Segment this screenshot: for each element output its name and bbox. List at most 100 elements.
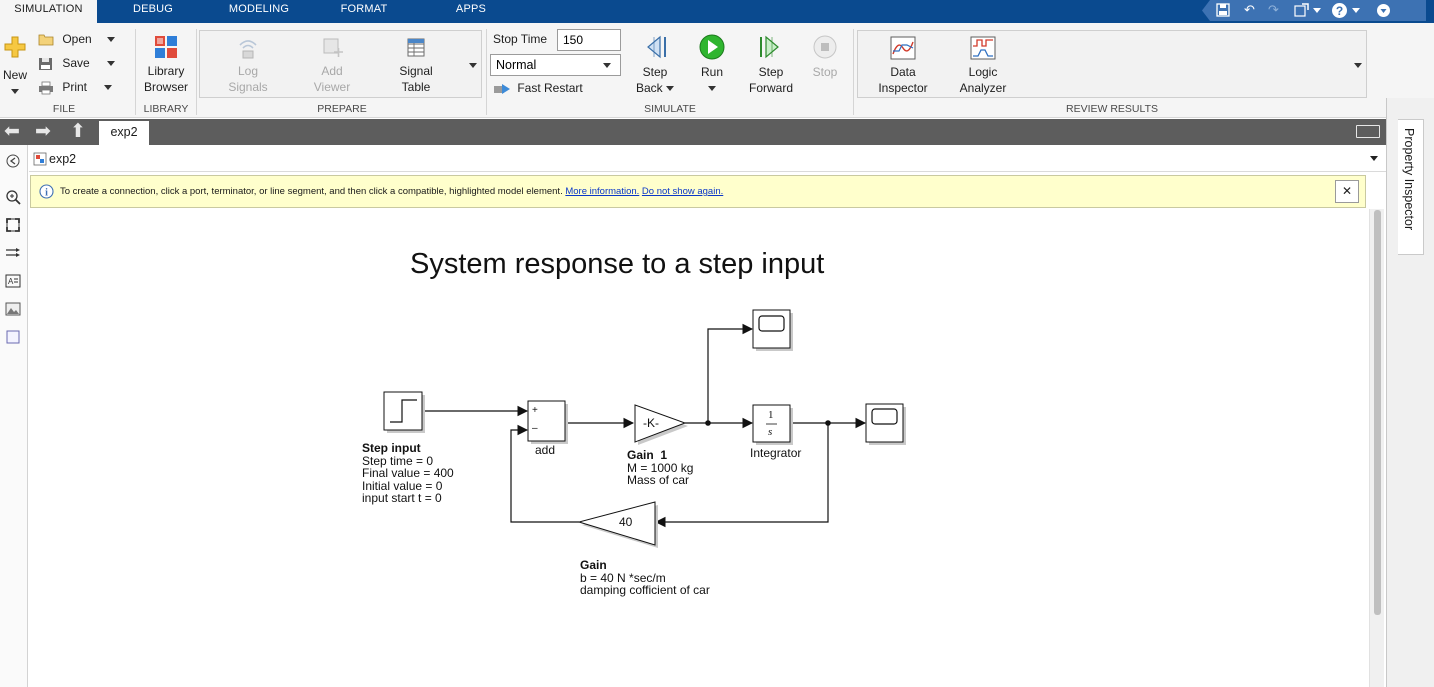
folder-icon	[38, 34, 54, 46]
undo-icon[interactable]: ↶	[1244, 2, 1255, 17]
save-icon[interactable]	[1216, 3, 1230, 17]
tab-format[interactable]: FORMAT	[340, 3, 388, 15]
mode-dropdown-icon	[603, 63, 611, 68]
step-back-icon	[647, 35, 666, 59]
customize-dropdown-icon[interactable]	[1313, 8, 1321, 13]
prepare-gallery-dropdown-icon[interactable]	[469, 63, 477, 68]
close-info-button[interactable]: ✕	[1335, 180, 1359, 203]
info-icon: i	[39, 184, 54, 199]
review-gallery-dropdown-icon[interactable]	[1354, 63, 1362, 68]
printer-icon	[39, 81, 53, 95]
toolstrip-ribbon: New Open Save Print FILE	[0, 23, 1434, 118]
image-icon[interactable]	[5, 301, 21, 317]
scope-block-top[interactable]	[752, 309, 793, 351]
diagram-title: System response to a step input	[410, 248, 825, 280]
add-viewer-button: Add Viewer	[306, 37, 358, 95]
signal-table-button[interactable]: Signal Table	[390, 37, 442, 95]
customize-icon[interactable]	[1293, 3, 1309, 18]
print-button[interactable]: Print	[38, 80, 113, 95]
log-signals-icon	[239, 40, 257, 59]
add-block[interactable]	[527, 400, 568, 444]
model-canvas[interactable]	[29, 209, 1369, 687]
toolstrip-tab-bar: SIMULATION DEBUG MODELING FORMAT APPS ↶ …	[0, 0, 1434, 23]
property-inspector-tab[interactable]: Property Inspector	[1398, 119, 1424, 255]
tab-apps[interactable]: APPS	[455, 3, 487, 15]
connection-hint-bar: i To create a connection, click a port, …	[30, 175, 1366, 208]
library-browser-icon	[155, 36, 177, 58]
ribbon-separator	[486, 29, 487, 115]
hide-explorer-icon[interactable]	[5, 153, 21, 169]
data-inspector-button[interactable]: Data Inspector	[872, 36, 934, 96]
scrollbar-thumb[interactable]	[1374, 210, 1381, 615]
logic-analyzer-icon	[970, 36, 996, 60]
info-message: To create a connection, click a port, te…	[60, 186, 563, 197]
signal-line-gain-to-add[interactable]	[510, 424, 579, 523]
area-icon[interactable]	[5, 329, 21, 345]
step-block-caption: Step input Step time = 0 Final value = 4…	[362, 441, 454, 505]
integrator-block[interactable]	[752, 404, 793, 445]
prepare-group-label: PREPARE	[317, 103, 367, 115]
route-lines-icon[interactable]	[5, 245, 21, 261]
open-button[interactable]: Open	[38, 32, 116, 46]
review-results-gallery	[857, 30, 1367, 98]
address-bar[interactable]: exp2	[29, 146, 1386, 172]
new-dropdown-icon	[11, 89, 19, 95]
forward-arrow-icon[interactable]: ➡	[35, 121, 51, 142]
signal-table-icon	[407, 38, 425, 57]
stop-button: Stop	[805, 34, 845, 80]
annotation-icon[interactable]: A	[5, 273, 21, 289]
property-inspector-label: Property Inspector	[1402, 128, 1416, 231]
step-back-dropdown-icon	[666, 86, 675, 92]
tab-simulation[interactable]: SIMULATION	[0, 0, 97, 23]
vertical-scrollbar[interactable]	[1369, 209, 1384, 687]
gain1-symbol: -K-	[643, 416, 659, 430]
gain1-block-caption: Gain 1 M = 1000 kg Mass of car	[627, 448, 694, 487]
new-button[interactable]: New	[2, 35, 28, 99]
simulation-mode-select[interactable]: Normal	[490, 54, 621, 76]
run-button[interactable]: Run	[690, 34, 734, 96]
scope-block-right[interactable]	[865, 403, 906, 445]
file-group-label: FILE	[52, 103, 76, 115]
up-arrow-icon[interactable]: ⬆	[70, 121, 86, 142]
more-information-link[interactable]: More information.	[565, 186, 640, 197]
step-back-button[interactable]: Step Back	[632, 34, 678, 96]
integrator-denominator: s	[768, 426, 773, 438]
model-icon	[33, 152, 47, 166]
signal-line-branch-to-scope1[interactable]	[707, 323, 754, 423]
model-tab[interactable]: exp2	[99, 121, 149, 145]
tab-modeling[interactable]: MODELING	[228, 3, 290, 15]
keyboard-icon[interactable]	[1356, 125, 1380, 138]
address-path: exp2	[49, 152, 77, 166]
fit-to-view-icon[interactable]	[5, 217, 21, 233]
gain1-block[interactable]	[634, 404, 688, 445]
run-dropdown-icon	[708, 86, 716, 92]
add-viewer-icon	[323, 38, 343, 57]
zoom-icon[interactable]	[5, 189, 21, 205]
logic-analyzer-button[interactable]: Logic Analyzer	[952, 36, 1014, 96]
gain-value: 40	[619, 515, 633, 529]
address-dropdown-icon[interactable]	[1370, 156, 1378, 161]
redo-icon: ↷	[1268, 2, 1279, 17]
library-browser-button[interactable]: Library Browser	[140, 35, 192, 95]
dropdown-icon[interactable]	[1376, 3, 1391, 18]
save-button[interactable]: Save	[38, 56, 116, 71]
step-forward-button[interactable]: Step Forward	[745, 34, 797, 96]
do-not-show-again-link[interactable]: Do not show again.	[641, 186, 724, 197]
add-minus-sign: –	[532, 423, 538, 434]
signal-line-feedback-to-gain[interactable]	[654, 423, 829, 528]
help-icon[interactable]: ?	[1331, 2, 1348, 19]
help-dropdown-icon[interactable]	[1352, 8, 1360, 13]
open-dropdown-icon	[107, 37, 116, 43]
step-block[interactable]	[383, 391, 425, 433]
stop-time-input[interactable]: 150	[557, 29, 621, 51]
tab-debug[interactable]: DEBUG	[132, 3, 174, 15]
right-side-panel: Property Inspector	[1386, 98, 1434, 687]
canvas-left-toolbar: A	[0, 145, 28, 687]
fast-restart-icon	[494, 83, 510, 94]
log-signals-button: Log Signals	[222, 37, 274, 95]
back-arrow-icon[interactable]: ⬅	[4, 121, 20, 142]
ribbon-separator	[196, 29, 197, 115]
gain-feedback-block[interactable]	[577, 501, 658, 548]
fast-restart-button[interactable]: Fast Restart	[493, 81, 583, 95]
